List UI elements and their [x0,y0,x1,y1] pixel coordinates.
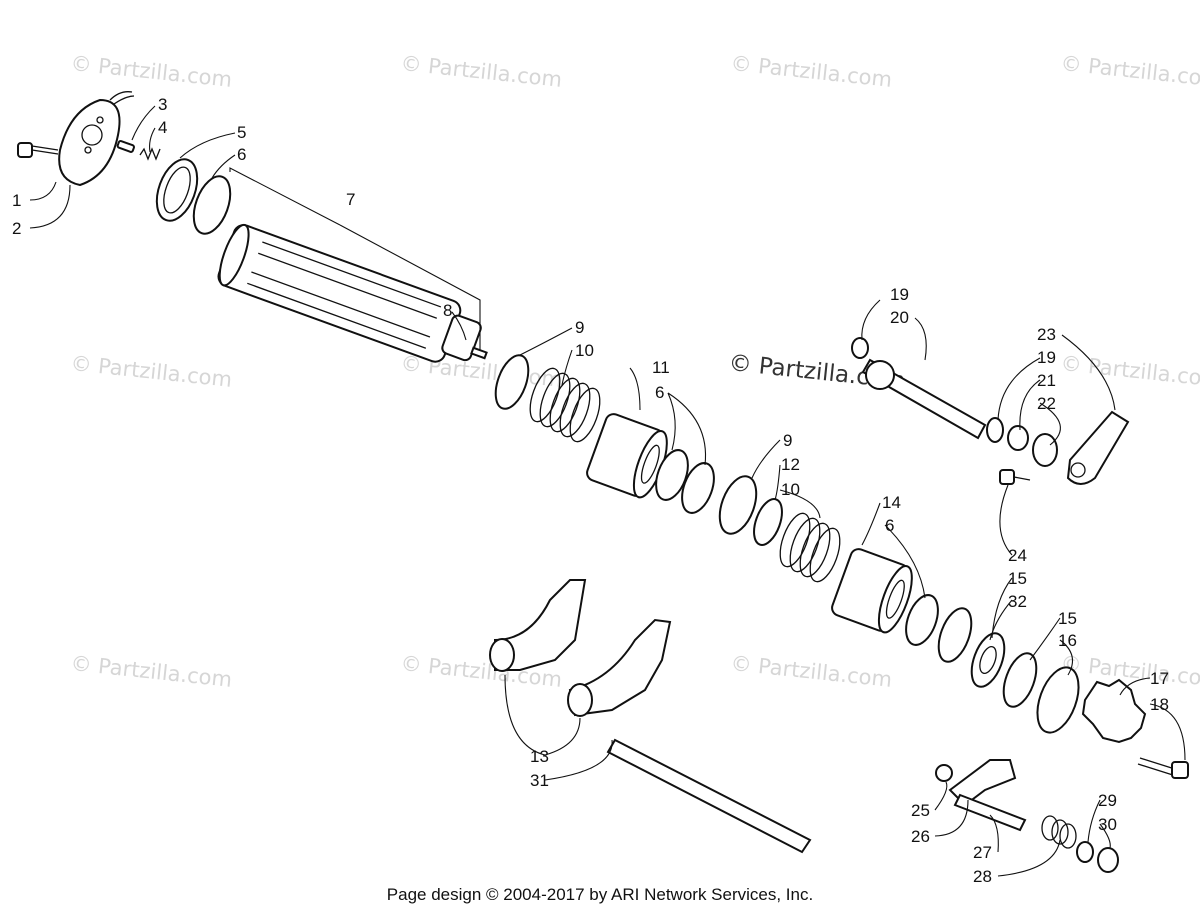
callout-23: 23 [1037,325,1056,344]
bearing-part [970,632,1006,688]
callout-19: 19 [890,285,909,304]
callout-21: 21 [1037,371,1056,390]
bearing-inner [979,645,997,675]
washer-part [1002,652,1038,708]
watermark: © Partzilla.com [1059,351,1200,392]
callout-8: 8 [443,301,452,320]
callout-15: 15 [1008,569,1027,588]
callout-28: 28 [973,867,992,886]
cam-part [586,413,668,499]
snap-ring-part [192,175,232,235]
callout-9: 9 [783,431,792,450]
bolt-part [999,469,1031,485]
parts [17,91,1189,873]
shift-arm-part [1066,410,1130,485]
washer-part [155,158,199,222]
callout-16: 16 [1058,631,1077,650]
callout-20: 20 [890,308,909,327]
callout-2: 2 [12,219,21,238]
callout-9: 9 [575,318,584,337]
callout-6: 6 [885,516,894,535]
callout-4: 4 [158,118,167,137]
callout-6: 6 [655,383,664,402]
pin-part [953,793,1027,832]
callout-5: 5 [237,123,246,142]
watermark: © Partzilla.com [729,51,893,92]
cam-part [831,548,913,634]
watermark: © Partzilla.com [69,51,233,92]
star-gear-part [1081,678,1147,744]
callout-13: 13 [530,747,549,766]
washer-part [494,354,530,410]
watermark: © Partzilla.com [69,651,233,692]
callout-31: 31 [530,771,549,790]
watermark: © Partzilla.com [399,51,563,92]
watermark: © Partzilla.com [1059,651,1200,692]
fork-shaft-part [606,738,812,854]
callout-7: 7 [346,190,355,209]
callout-14: 14 [882,493,901,512]
shift-fork-part [567,618,672,717]
drum-pin-part [470,346,488,360]
watermark: © Partzilla.com [69,351,233,392]
nut-part [1097,847,1119,873]
shift-fork-part [489,579,587,672]
washer-part [935,764,953,782]
washer-part [718,475,758,535]
callout-12: 12 [781,455,800,474]
snap-ring-part [753,498,783,546]
footer-copyright: Page design © 2004-2017 by ARI Network S… [386,885,814,904]
callout-24: 24 [1008,546,1027,565]
callout-17: 17 [1150,669,1169,688]
callout-6: 6 [237,145,246,164]
callout-1: 1 [12,191,21,210]
callout-26: 26 [911,827,930,846]
snap-ring-part [681,462,715,514]
callout-32: 32 [1008,592,1027,611]
callout-15: 15 [1058,609,1077,628]
callout-11: 11 [652,358,670,377]
callout-25: 25 [911,801,930,820]
watermark: © Partzilla.com [1059,51,1200,92]
callout-10: 10 [575,341,594,360]
bolt-part [1137,757,1189,779]
washer-part [1036,666,1080,734]
washer-part [1076,841,1094,863]
shift-shaft-part [851,337,1058,467]
watermark: © Partzilla.com [729,651,893,692]
spring-part [1041,815,1077,849]
pin-spring-part [116,140,161,161]
leader-lines [29,105,1186,877]
callout-10: 10 [781,480,800,499]
callouts: 1 2 3 4 5 6 7 8 9 10 11 6 9 12 10 14 6 1… [12,95,1169,886]
shift-drum-part [217,223,482,363]
callout-30: 30 [1098,815,1117,834]
spring-part [779,512,841,583]
washer-part [937,607,973,663]
washer-inner [163,166,191,214]
callout-18: 18 [1150,695,1169,714]
callout-27: 27 [973,843,992,862]
callout-29: 29 [1098,791,1117,810]
callout-22: 22 [1037,394,1056,413]
snap-ring-part [905,594,939,646]
callout-19: 19 [1037,348,1056,367]
callout-3: 3 [158,95,167,114]
sensor-cover-part [17,91,135,187]
